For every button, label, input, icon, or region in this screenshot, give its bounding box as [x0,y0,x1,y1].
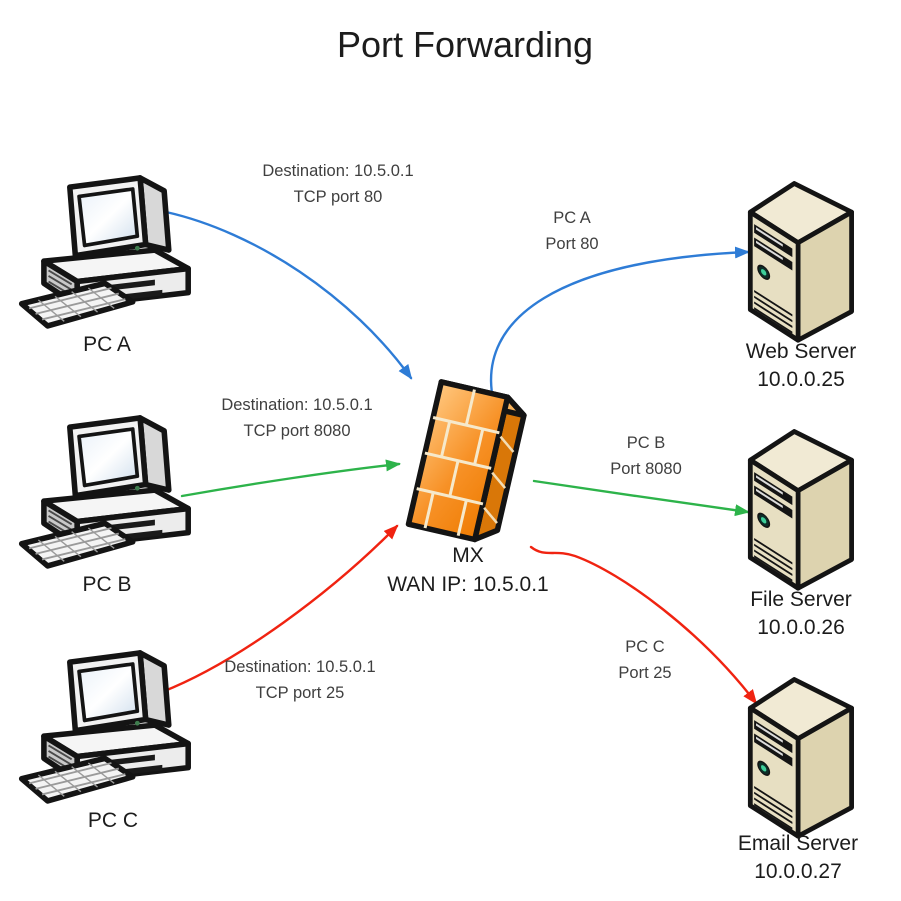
flow-label-mx-to-email: PC C Port 25 [618,634,671,686]
flow-label-pc-b-to-mx: Destination: 10.5.0.1 TCP port 8080 [221,392,372,444]
firewall-mx-icon [398,372,538,552]
flow-label-line1: PC B [626,434,666,452]
arrow-mx-to-email-server [529,545,758,705]
flow-label-line1: Destination: 10.5.0.1 [262,162,414,180]
firewall-label: MX WAN IP: 10.5.0.1 [387,541,548,599]
arrow-pc-b-to-mx [180,459,401,498]
email-server-ip: 10.0.0.27 [754,860,842,883]
pc-b-label: PC B [82,573,132,596]
pc-b-icon [18,403,203,579]
email-server-icon [733,668,867,840]
flow-label-mx-to-file: PC B Port 8080 [610,430,682,482]
flow-label-line2: TCP port 80 [293,188,383,206]
flow-label-line1: Destination: 10.5.0.1 [224,658,376,676]
pc-a-label: PC A [83,333,131,356]
flow-label-line2: TCP port 8080 [243,422,351,440]
arrow-mx-to-web-server [489,246,750,401]
flow-label-mx-to-web: PC A Port 80 [545,205,598,257]
flow-label-line1: PC A [553,209,591,227]
arrow-pc-c-to-mx [160,524,399,694]
file-server-ip: 10.0.0.26 [757,616,845,639]
file-server-icon [733,420,867,592]
web-server-ip: 10.0.0.25 [757,368,845,391]
email-server-name: Email Server [737,832,859,855]
web-server-label: Web Server 10.0.0.25 [746,338,857,394]
web-server-name: Web Server [745,340,857,363]
arrow-pc-a-to-mx [164,210,413,380]
flow-label-line2: Port 80 [545,235,599,253]
diagram-title: Port Forwarding [336,24,594,65]
email-server-label: Email Server 10.0.0.27 [738,830,858,886]
flow-label-line2: Port 25 [618,664,672,682]
file-server-name: File Server [750,588,852,611]
flow-label-line2: Port 8080 [610,460,682,478]
web-server-icon [733,172,867,344]
pc-c-icon [18,638,203,814]
firewall-name: MX [452,544,484,567]
firewall-wan-ip: WAN IP: 10.5.0.1 [387,573,549,596]
flow-label-line1: Destination: 10.5.0.1 [221,396,373,414]
flow-label-line1: PC C [625,638,665,656]
pc-a-icon [18,163,203,339]
arrow-mx-to-file-server [532,479,750,517]
flow-label-pc-a-to-mx: Destination: 10.5.0.1 TCP port 80 [262,158,413,210]
flow-label-line2: TCP port 25 [255,684,345,702]
file-server-label: File Server 10.0.0.26 [750,586,852,642]
flow-label-pc-c-to-mx: Destination: 10.5.0.1 TCP port 25 [224,654,375,706]
pc-c-label: PC C [87,809,139,832]
